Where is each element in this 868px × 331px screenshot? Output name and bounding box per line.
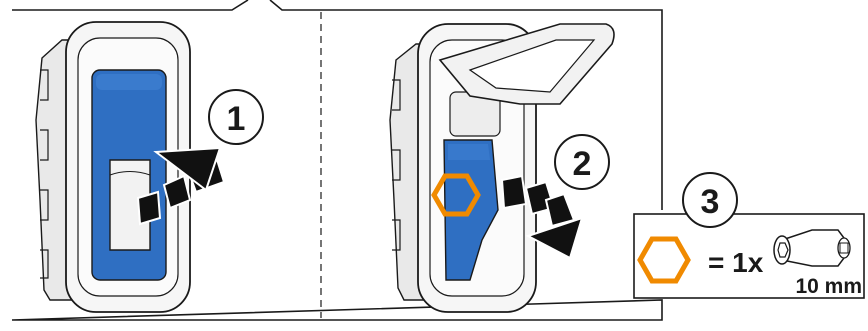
step-2-number: 2: [573, 145, 592, 183]
legend-equals-text: = 1x: [708, 247, 764, 278]
step-1-number: 1: [227, 100, 246, 138]
step-2-arrow: [500, 174, 584, 260]
step-1-badge: 1: [208, 89, 264, 145]
socket-wrench-icon: [773, 229, 851, 267]
step-3-badge: 3: [682, 172, 738, 228]
tool-legend: = 1x 10 mm: [633, 213, 865, 299]
step-1-arrow: [136, 146, 226, 226]
hex-fastener-icon: [431, 173, 481, 217]
legend-hex-icon: [637, 236, 691, 284]
figure-frame: [11, 0, 663, 321]
panel-2-latch: [389, 23, 615, 313]
step-2-badge: 2: [554, 134, 610, 190]
step-3-number: 3: [701, 183, 720, 221]
legend-tool-size: 10 mm: [795, 275, 862, 298]
panel-1-latch: [35, 21, 191, 313]
